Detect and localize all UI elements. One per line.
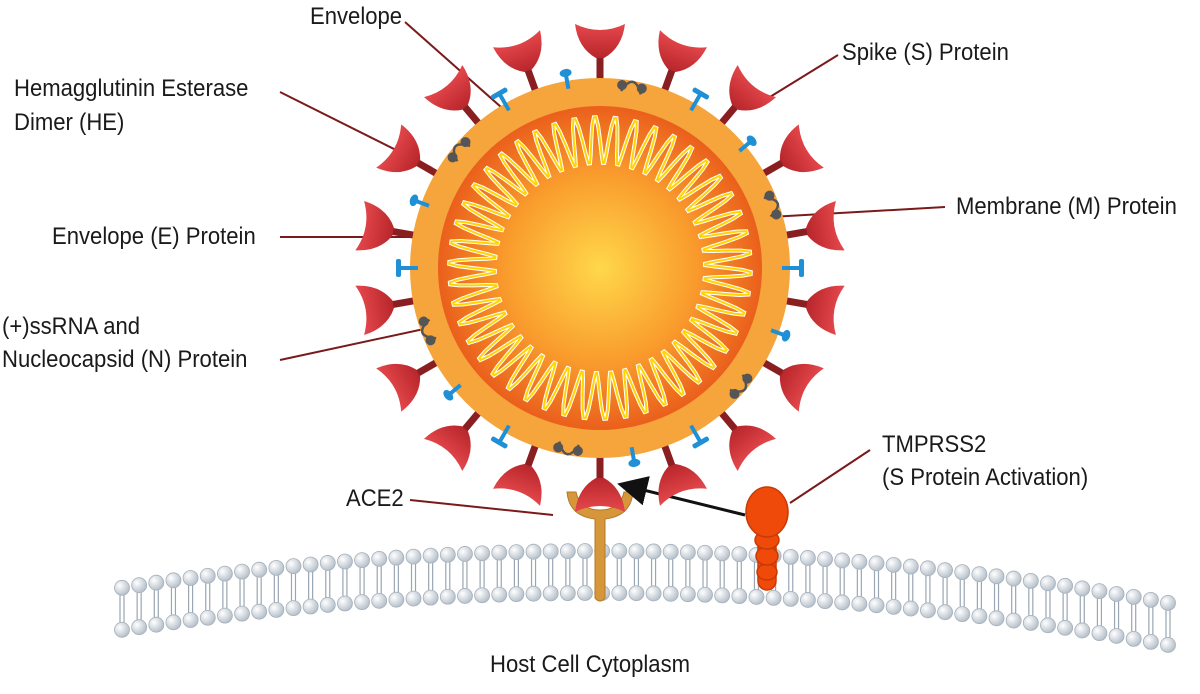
ace2-receptor xyxy=(566,491,634,602)
lipid xyxy=(662,543,679,602)
lipid xyxy=(714,545,731,604)
lipid xyxy=(611,543,628,601)
lipid xyxy=(165,572,182,631)
lipid xyxy=(697,544,713,603)
lipid xyxy=(1022,572,1039,631)
e-protein xyxy=(559,68,572,90)
lipid xyxy=(439,546,456,605)
lipid xyxy=(559,543,576,602)
lipid xyxy=(216,565,233,624)
lipid xyxy=(457,546,473,604)
viral-core xyxy=(438,106,762,430)
m-protein xyxy=(447,137,471,163)
lipid xyxy=(1142,591,1159,650)
lipid xyxy=(525,543,542,602)
lipid xyxy=(508,544,525,603)
lipid xyxy=(148,574,165,633)
lipid xyxy=(1005,570,1022,629)
surface-proteins xyxy=(396,68,804,468)
lipid xyxy=(885,556,902,615)
he-protein xyxy=(490,424,511,449)
lipid xyxy=(1108,586,1125,644)
e-protein xyxy=(738,135,757,153)
lipid xyxy=(782,548,799,607)
he-protein xyxy=(689,87,710,112)
lipid xyxy=(1074,580,1091,639)
lipid xyxy=(1057,577,1074,636)
lipid xyxy=(388,549,405,608)
label-spike-protein: Spike (S) Protein xyxy=(842,39,1009,66)
activation-arrow xyxy=(617,476,746,517)
he-protein xyxy=(782,259,804,277)
label-rna-line2: Nucleocapsid (N) Protein xyxy=(2,346,248,373)
m-protein xyxy=(729,373,753,399)
lipid xyxy=(800,550,816,608)
he-protein xyxy=(396,259,418,277)
lipid xyxy=(731,546,748,605)
lipid xyxy=(114,579,130,638)
m-protein xyxy=(418,316,437,346)
e-protein xyxy=(409,194,430,208)
lipid xyxy=(628,543,645,602)
lipid xyxy=(1125,588,1142,647)
e-protein xyxy=(770,328,791,342)
he-protein xyxy=(490,87,511,112)
lipid xyxy=(302,556,319,615)
label-tmprss2-line2: (S Protein Activation) xyxy=(882,464,1089,491)
lipid xyxy=(319,555,336,613)
lipid xyxy=(251,561,268,620)
lipid xyxy=(902,558,919,617)
lipid xyxy=(354,552,370,611)
label-envelope-e-protein: Envelope (E) Protein xyxy=(52,223,256,250)
label-ace2: ACE2 xyxy=(346,485,404,512)
label-host-cell-cytoplasm: Host Cell Cytoplasm xyxy=(490,651,691,678)
lipid xyxy=(131,577,148,636)
lipid xyxy=(988,568,1005,627)
lipid xyxy=(834,552,851,611)
label-he-line2: Dimer (HE) xyxy=(14,109,125,136)
lipid xyxy=(337,553,353,612)
he-protein xyxy=(689,424,710,449)
e-protein xyxy=(628,446,641,468)
lipid xyxy=(542,543,559,602)
lipid xyxy=(1040,575,1056,634)
label-he-line1: Hemagglutinin Esterase xyxy=(14,75,249,102)
m-protein xyxy=(763,190,782,220)
lipid xyxy=(234,563,250,622)
tmprss2-protein xyxy=(745,486,789,591)
lipid xyxy=(1091,583,1108,642)
lipid xyxy=(491,544,508,603)
lipid xyxy=(868,555,885,614)
lipid xyxy=(920,560,936,619)
e-protein xyxy=(443,383,462,401)
lipid xyxy=(371,550,388,609)
lipid xyxy=(851,553,868,612)
virus-particle xyxy=(355,24,845,512)
lipid xyxy=(1160,595,1176,653)
label-tmprss2-line1: TMPRSS2 xyxy=(882,431,987,458)
label-rna-line1: (+)ssRNA and xyxy=(2,313,141,340)
lipid xyxy=(199,567,216,626)
lipid xyxy=(937,562,953,621)
lipid xyxy=(954,564,971,623)
lipid xyxy=(474,545,490,604)
m-protein xyxy=(617,80,647,95)
lipid xyxy=(577,543,593,601)
lipid xyxy=(268,559,285,618)
host-cell-membrane xyxy=(114,543,1176,653)
lipid xyxy=(422,547,439,606)
lipid xyxy=(645,543,662,602)
lipid xyxy=(817,551,833,610)
leader-lines xyxy=(279,21,946,516)
nucleocapsid-strand xyxy=(448,116,752,420)
label-envelope: Envelope xyxy=(310,3,403,30)
lipid xyxy=(679,544,696,603)
lipid xyxy=(285,558,302,617)
m-protein xyxy=(553,441,583,456)
lipid xyxy=(182,570,199,628)
lipid xyxy=(971,566,988,625)
label-membrane-protein: Membrane (M) Protein xyxy=(956,193,1177,220)
lipid xyxy=(405,548,422,607)
